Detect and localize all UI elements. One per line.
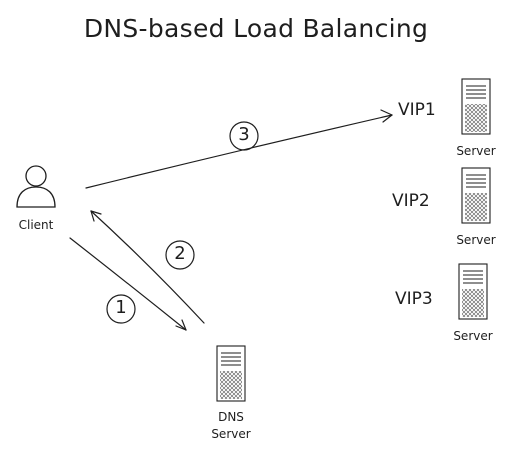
arrow-step-1 (69, 237, 187, 331)
vip1-label: VIP1 (398, 100, 436, 120)
server-icon-vip1 (461, 78, 491, 135)
arrow-step-2 (90, 210, 205, 324)
step-1-circle (106, 294, 136, 324)
step-2-circle (165, 240, 195, 270)
vip3-label: VIP3 (395, 289, 433, 309)
step-3-circle (229, 121, 259, 151)
vip2-label: VIP2 (392, 191, 430, 211)
server-icon-vip2 (461, 167, 491, 224)
step-1-number: 1 (115, 297, 127, 318)
step-3-number: 3 (238, 124, 250, 145)
step-2-number: 2 (174, 243, 186, 264)
dns-server-label-line2: Server (211, 427, 251, 441)
dns-server-icon (216, 345, 246, 402)
server-label-vip2: Server (456, 233, 496, 247)
server-label-vip3: Server (453, 329, 493, 343)
server-icon-vip3 (458, 263, 488, 320)
client-label: Client (18, 218, 54, 232)
client-person-icon (16, 165, 56, 208)
arrow-step-3 (85, 109, 393, 189)
diagram-title: DNS-based Load Balancing (83, 14, 429, 43)
server-label-vip1: Server (456, 144, 496, 158)
dns-server-label-line1: DNS (218, 410, 244, 424)
